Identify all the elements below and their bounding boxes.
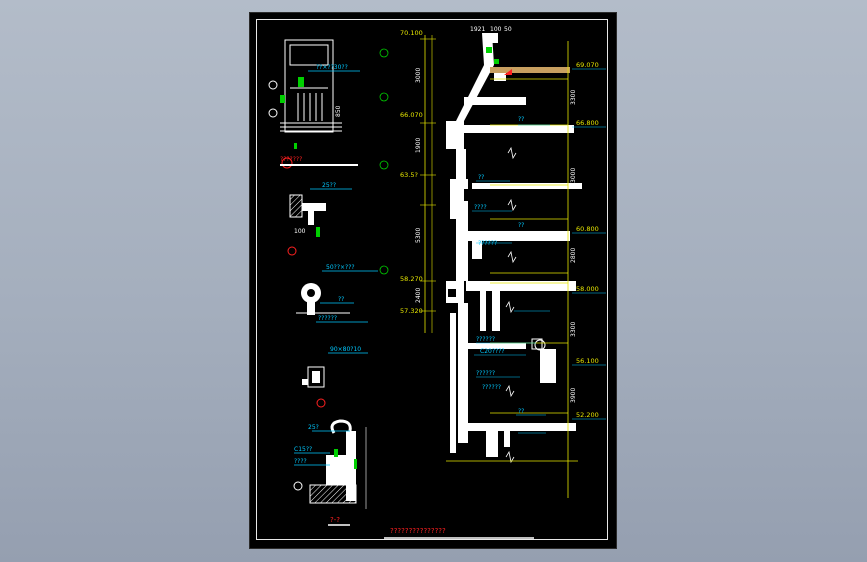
dim-right-1: 3300: [570, 90, 577, 105]
dim-left-2: 1900: [415, 138, 422, 153]
label-d6: ??????: [318, 315, 337, 322]
grid-bubble: [379, 48, 389, 58]
label-d10: ????: [294, 458, 307, 465]
elev-underlines: [572, 68, 606, 420]
grid-bubble: [379, 265, 389, 275]
detail-railing-green-mark: [298, 77, 304, 87]
label-d9: C15??: [294, 446, 312, 453]
dim-left-3: 5300: [415, 228, 422, 243]
label-m8: C20????: [480, 348, 505, 355]
label-m7: ??????: [476, 370, 495, 377]
top-dim-3: 50: [504, 26, 512, 33]
label-m5: ??????: [478, 240, 497, 247]
detail-railing: [280, 39, 342, 133]
detail-bracket: [287, 194, 326, 256]
label-d7: 90×80?10: [330, 346, 361, 353]
label-m2: ??: [478, 174, 484, 181]
label-m6: ??????: [476, 336, 495, 343]
grid-bubble: [268, 108, 278, 118]
label-d3: 25??: [322, 182, 336, 189]
elev-8: 56.100: [576, 357, 599, 365]
dim-right-3: 2800: [570, 248, 577, 263]
elev-4: 60.800: [576, 225, 599, 233]
elev-2: 66.800: [576, 119, 599, 127]
elev-left-5: 57.320: [400, 307, 423, 315]
dim-850: 850: [335, 105, 342, 117]
dim-right-5: 3900: [570, 388, 577, 403]
top-dim-1: 1921: [470, 26, 485, 33]
label-d5: ??: [338, 296, 344, 303]
detail-parapet: [293, 419, 367, 509]
label-m1: ??: [518, 116, 524, 123]
section-title: ?-?: [330, 516, 340, 524]
section-roof: [456, 33, 570, 121]
elev-left-2: 66.070: [400, 111, 423, 119]
dim-100: 100: [294, 228, 306, 235]
elev-1: 69.070: [576, 61, 599, 69]
label-d2: ???????: [280, 156, 302, 163]
section-slabs: [460, 97, 582, 457]
elev-left-4: 58.270: [400, 275, 423, 283]
break-marks: [505, 146, 517, 464]
dim-ticks-left: [420, 38, 436, 312]
detail-railing-green-mark-3: [294, 143, 297, 149]
dim-left-1: 3000: [415, 68, 422, 83]
detail-small-section: [302, 366, 326, 408]
grid-bubble: [268, 80, 278, 90]
label-m9: ??????: [482, 384, 501, 391]
main-leaders: [472, 124, 550, 434]
detail-marker-red: [281, 157, 293, 169]
detail-handrail: [296, 283, 350, 315]
main-title: ???????????????: [390, 527, 446, 535]
drawing-frame: [256, 19, 608, 540]
elev-6: 58.000: [576, 285, 599, 293]
elev-9: 52.200: [576, 411, 599, 419]
section-wall: [446, 121, 470, 453]
label-d1: ??×??30??: [316, 64, 348, 71]
label-m3: ??: [518, 222, 524, 229]
drawing-sheet: ??×??30?? 850 ??????? 25?? 100 50??×???: [249, 12, 617, 549]
label-d8: 25?: [308, 424, 319, 431]
dim-right-2: 3000: [570, 168, 577, 183]
detail-railing-green-mark-2: [280, 95, 285, 103]
grid-bubble: [379, 160, 389, 170]
grid-bubble: [379, 92, 389, 102]
elev-left-3: 63.5?: [400, 171, 418, 179]
cad-drawing: ??×??30?? 850 ??????? 25?? 100 50??×???: [268, 26, 606, 539]
label-d4: 50??×???: [326, 264, 355, 271]
label-m10: ??: [518, 408, 524, 415]
label-m4: ????: [474, 204, 487, 211]
section-detail-marker: [534, 339, 546, 351]
top-dim-2: 100: [490, 26, 502, 33]
dim-right-4: 3300: [570, 322, 577, 337]
dim-left-4: 2400: [415, 288, 422, 303]
elev-left-1: 70.100: [400, 29, 423, 37]
